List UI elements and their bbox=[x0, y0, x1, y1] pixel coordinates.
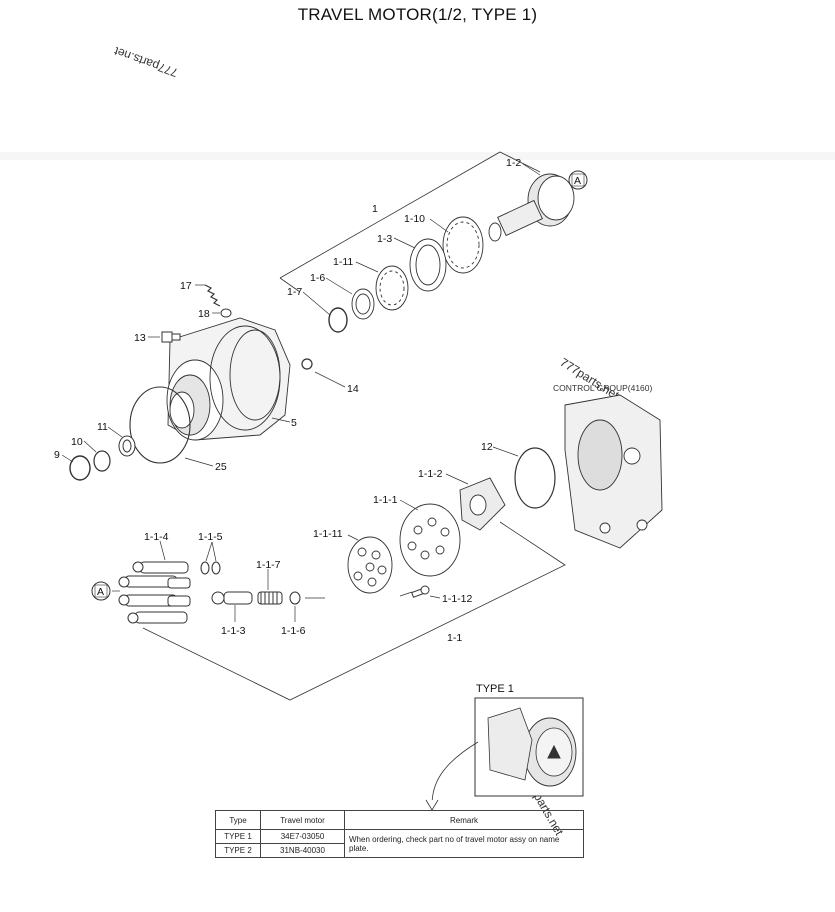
bearing-part-small bbox=[375, 265, 409, 311]
callout-1-3: 1-3 bbox=[377, 233, 392, 245]
piston-part bbox=[211, 591, 253, 605]
plug-part bbox=[220, 308, 232, 318]
snap-ring-part bbox=[328, 307, 348, 333]
control-group-block bbox=[564, 394, 663, 549]
piston-set-part bbox=[118, 561, 191, 624]
callout-18: 18 bbox=[198, 308, 210, 320]
screw-part bbox=[411, 585, 430, 598]
cell-motor: 31NB-40030 bbox=[260, 843, 345, 858]
callout-1-1-2: 1-1-2 bbox=[418, 468, 443, 480]
callout-13: 13 bbox=[134, 332, 146, 344]
o-ring-12-part bbox=[514, 447, 556, 509]
seal-part bbox=[118, 435, 136, 457]
output-shaft-part bbox=[488, 173, 575, 242]
callout-25: 25 bbox=[215, 461, 227, 473]
callout-1-1-1: 1-1-1 bbox=[373, 494, 398, 506]
callout-1: 1 bbox=[372, 203, 378, 215]
callout-1-1-3: 1-1-3 bbox=[221, 625, 246, 637]
callout-1-1-12: 1-1-12 bbox=[442, 593, 473, 605]
large-o-ring-part bbox=[129, 386, 191, 464]
cell-type: TYPE 1 bbox=[215, 829, 261, 844]
callout-11: 11 bbox=[97, 421, 108, 433]
callout-1-11: 1-11 bbox=[333, 256, 353, 268]
callout-1-1: 1-1 bbox=[447, 632, 462, 644]
page-title: TRAVEL MOTOR(1/2, TYPE 1) bbox=[297, 5, 538, 24]
inset-label: TYPE 1 bbox=[476, 683, 514, 695]
table-row: TYPE 1 34E7-03050 When ordering, check p… bbox=[215, 829, 584, 858]
cell-type: TYPE 2 bbox=[215, 843, 261, 858]
callout-17: 17 bbox=[180, 280, 192, 292]
background-band bbox=[0, 152, 835, 160]
callout-1-1-7: 1-1-7 bbox=[256, 559, 281, 571]
cylinder-block-part bbox=[399, 503, 461, 577]
spring-part bbox=[204, 284, 221, 307]
callout-1-7: 1-7 bbox=[287, 286, 302, 298]
o-ring-1-1-5-part bbox=[200, 561, 210, 575]
cell-remark: When ordering, check part no of travel m… bbox=[344, 829, 584, 858]
inset-type-1 bbox=[474, 697, 584, 797]
reference-a-top: A bbox=[568, 170, 588, 190]
callout-12: 12 bbox=[481, 441, 493, 453]
table-row: TYPE 2 31NB-40030 bbox=[215, 843, 584, 858]
callout-10: 10 bbox=[71, 436, 83, 448]
header-remark: Remark bbox=[344, 810, 584, 830]
fitting-part bbox=[161, 331, 181, 343]
valve-plate-part bbox=[459, 477, 506, 531]
ring-part bbox=[409, 238, 447, 292]
callout-1-1-6: 1-1-6 bbox=[281, 625, 306, 637]
center-spring-part bbox=[257, 591, 283, 605]
travel-motor-type-table: Type Travel motor Remark TYPE 1 34E7-030… bbox=[215, 810, 584, 858]
callout-1-1-11: 1-1-11 bbox=[313, 528, 343, 540]
table-header-row: Type Travel motor Remark bbox=[215, 810, 584, 830]
callout-5: 5 bbox=[291, 417, 297, 429]
callout-14: 14 bbox=[347, 383, 359, 395]
housing-part bbox=[166, 317, 291, 441]
o-ring-part bbox=[301, 358, 313, 370]
washer-part bbox=[289, 591, 301, 605]
retainer-plate-part bbox=[347, 536, 393, 594]
callout-1-6: 1-6 bbox=[310, 272, 325, 284]
leader-lines bbox=[61, 163, 541, 622]
inset-arrow bbox=[431, 741, 479, 806]
snap-ring-9-part bbox=[69, 455, 91, 481]
svg-text:A: A bbox=[97, 586, 104, 598]
control-group-label: CONTROL GROUP(4160) bbox=[553, 383, 653, 393]
svg-text:A: A bbox=[574, 175, 581, 187]
callout-1-10: 1-10 bbox=[404, 213, 425, 225]
header-type: Type bbox=[215, 810, 261, 830]
callout-1-2: 1-2 bbox=[506, 157, 521, 169]
assembly-1-bracket bbox=[279, 151, 541, 293]
reference-a-left: A bbox=[91, 581, 111, 601]
callout-1-1-4: 1-1-4 bbox=[144, 531, 169, 543]
bearing-part bbox=[442, 216, 484, 274]
callout-9: 9 bbox=[54, 449, 60, 461]
callout-1-1-5: 1-1-5 bbox=[198, 531, 223, 543]
header-travel-motor: Travel motor bbox=[260, 810, 345, 830]
cell-motor: 34E7-03050 bbox=[260, 829, 345, 844]
assembly-1-1-bracket bbox=[142, 521, 566, 701]
ring-10-part bbox=[93, 450, 111, 472]
